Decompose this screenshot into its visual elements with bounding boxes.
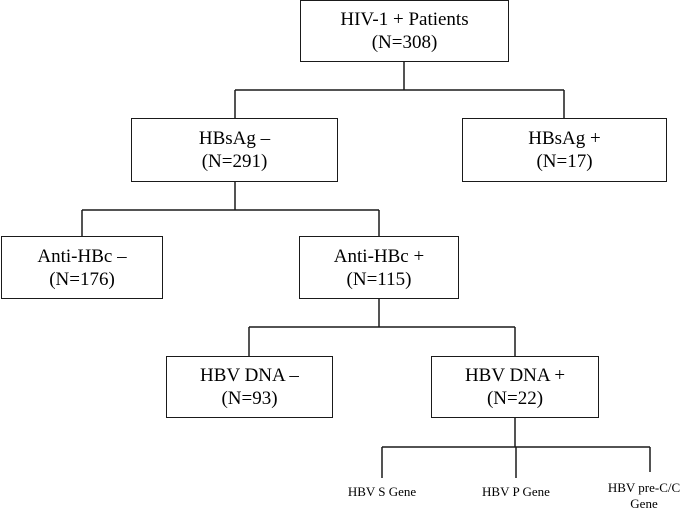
leaf-hbv-s-gene: HBV S Gene	[322, 484, 442, 500]
node-hbv-dna-positive: HBV DNA + (N=22)	[431, 356, 599, 418]
leaf-hbv-p-gene-label: HBV P Gene	[482, 484, 550, 499]
node-hbsag-negative-count: (N=291)	[201, 151, 268, 172]
node-hbsag-positive-count: (N=17)	[536, 151, 593, 172]
node-hbv-dna-negative-title: HBV DNA –	[200, 365, 299, 386]
node-hbv-dna-negative: HBV DNA – (N=93)	[166, 356, 333, 418]
node-hbv-dna-positive-title: HBV DNA +	[464, 365, 566, 386]
node-antihbc-positive: Anti-HBc + (N=115)	[299, 236, 459, 299]
leaf-hbv-prec-gene-line2: Gene	[630, 496, 658, 511]
leaf-hbv-p-gene: HBV P Gene	[456, 484, 576, 500]
leaf-hbv-prec-gene: HBV pre-C/C Gene	[594, 480, 694, 512]
node-hbsag-negative: HBsAg – (N=291)	[131, 118, 338, 182]
node-hbv-dna-positive-count: (N=22)	[486, 388, 544, 409]
node-hbv-dna-negative-count: (N=93)	[221, 388, 278, 409]
node-antihbc-negative-title: Anti-HBc –	[37, 245, 127, 267]
node-hbsag-negative-title: HBsAg –	[198, 128, 271, 149]
leaf-hbv-prec-gene-line1: HBV pre-C/C	[607, 480, 681, 495]
node-hbsag-positive-title: HBsAg +	[528, 128, 601, 149]
node-hiv-patients: HIV-1 + Patients (N=308)	[300, 0, 509, 62]
node-antihbc-negative: Anti-HBc – (N=176)	[1, 236, 163, 299]
node-hbsag-positive: HBsAg + (N=17)	[462, 118, 667, 182]
node-antihbc-positive-title: Anti-HBc +	[333, 245, 425, 267]
leaf-hbv-s-gene-label: HBV S Gene	[347, 484, 417, 499]
node-antihbc-positive-count: (N=115)	[346, 268, 412, 290]
node-hiv-patients-title: HIV-1 + Patients	[340, 9, 469, 30]
node-antihbc-negative-count: (N=176)	[49, 268, 115, 290]
node-hiv-patients-count: (N=308)	[371, 32, 438, 53]
